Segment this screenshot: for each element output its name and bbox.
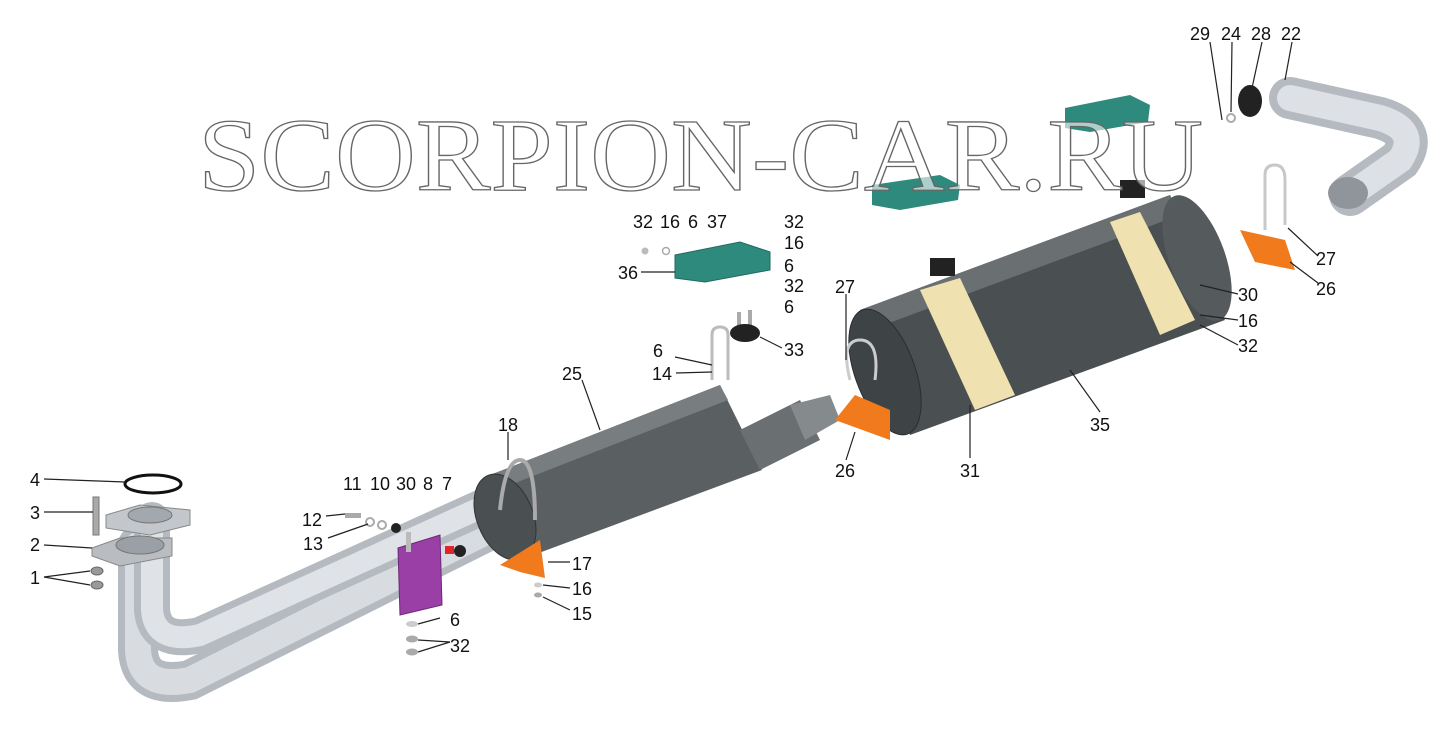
bracket	[872, 175, 960, 210]
callout-16: 16	[1238, 311, 1258, 331]
support-17	[500, 540, 545, 578]
support-26	[835, 395, 890, 440]
callout-17: 17	[572, 554, 592, 574]
callout-3: 3	[30, 503, 40, 523]
callout-27: 27	[835, 277, 855, 297]
callout-30: 30	[396, 474, 416, 494]
nuts-1	[90, 566, 104, 590]
washer-icon	[406, 621, 418, 627]
callout-31: 31	[960, 461, 980, 481]
callout-8: 8	[423, 474, 433, 494]
front-exhaust-pipes	[118, 472, 540, 702]
u-bolt-27	[845, 338, 878, 381]
u-bolt-27-rear	[1263, 163, 1287, 230]
callout-6: 6	[653, 341, 663, 361]
nut-icon	[641, 247, 649, 255]
washer-13	[365, 517, 375, 527]
callout-16: 16	[784, 233, 804, 253]
nut-icon	[406, 635, 418, 643]
callout-24: 24	[1221, 24, 1241, 44]
flange-3	[105, 504, 191, 536]
callout-37: 37	[707, 212, 727, 232]
washer-24	[1226, 113, 1236, 123]
callout-22: 22	[1281, 24, 1301, 44]
callout-32: 32	[784, 212, 804, 232]
leader-lines	[43, 41, 1319, 653]
callout-32: 32	[450, 636, 470, 656]
callout-6: 6	[688, 212, 698, 232]
u-bolt-14	[710, 325, 730, 380]
callout-6: 6	[784, 256, 794, 276]
callout-16: 16	[660, 212, 680, 232]
callout-18: 18	[498, 415, 518, 435]
muffler-25	[473, 385, 840, 561]
strap-31b	[1110, 212, 1195, 335]
nut-icon	[534, 592, 542, 598]
callout-6: 6	[450, 610, 460, 630]
rubber-mount-33	[730, 310, 760, 342]
callout-11: 11	[343, 474, 362, 494]
callout-27: 27	[1316, 249, 1336, 269]
callout-28: 28	[1251, 24, 1271, 44]
strap-31	[920, 278, 1015, 410]
nut-10	[391, 523, 401, 533]
washer-icon	[661, 246, 671, 256]
stud-3	[92, 496, 100, 536]
bolt-12	[345, 513, 361, 518]
nut-icon	[454, 545, 466, 557]
rubber-ring-28	[1238, 85, 1262, 117]
callout-29: 29	[1190, 24, 1210, 44]
callout-25: 25	[562, 364, 582, 384]
support-26-rear	[1240, 230, 1295, 270]
callout-36: 36	[618, 263, 638, 283]
callout-30: 30	[1238, 285, 1258, 305]
callout-6: 6	[784, 297, 794, 317]
callout-33: 33	[784, 340, 804, 360]
callout-2: 2	[30, 535, 40, 555]
callout-7: 7	[442, 474, 452, 494]
washer-icon	[534, 582, 542, 588]
callout-32: 32	[784, 276, 804, 296]
callout-1: 1	[30, 568, 40, 588]
callout-16: 16	[572, 579, 592, 599]
callout-26: 26	[835, 461, 855, 481]
callout-10: 10	[370, 474, 390, 494]
washer-11	[377, 520, 387, 530]
bolt-30	[406, 532, 411, 552]
callout-32: 32	[633, 212, 653, 232]
callout-32: 32	[1238, 336, 1258, 356]
watermark: SCORPION-CAR.RU	[198, 98, 1203, 213]
tail-pipe-22	[1269, 77, 1428, 216]
rubber-mount	[1120, 180, 1145, 198]
rubber-mount	[930, 258, 955, 276]
callout-4: 4	[30, 470, 40, 490]
callout-35: 35	[1090, 415, 1110, 435]
gasket-ring-4	[123, 473, 183, 495]
callout-14: 14	[652, 364, 672, 384]
callout-labels: 29 24 28 22 27 26 30 16 32 35 31 26 27 3…	[30, 24, 1336, 656]
nut-icon	[406, 648, 418, 656]
bracket	[1065, 95, 1150, 132]
clamp-plate-8	[397, 534, 443, 616]
callout-13: 13	[303, 534, 323, 554]
callout-15: 15	[572, 604, 592, 624]
callout-12: 12	[302, 510, 322, 530]
u-bolt-18	[498, 457, 537, 521]
flange-2	[91, 535, 173, 567]
main-muffler-35	[848, 195, 1232, 436]
plug-7	[445, 546, 454, 554]
callout-26: 26	[1316, 279, 1336, 299]
bracket-36	[674, 241, 771, 283]
